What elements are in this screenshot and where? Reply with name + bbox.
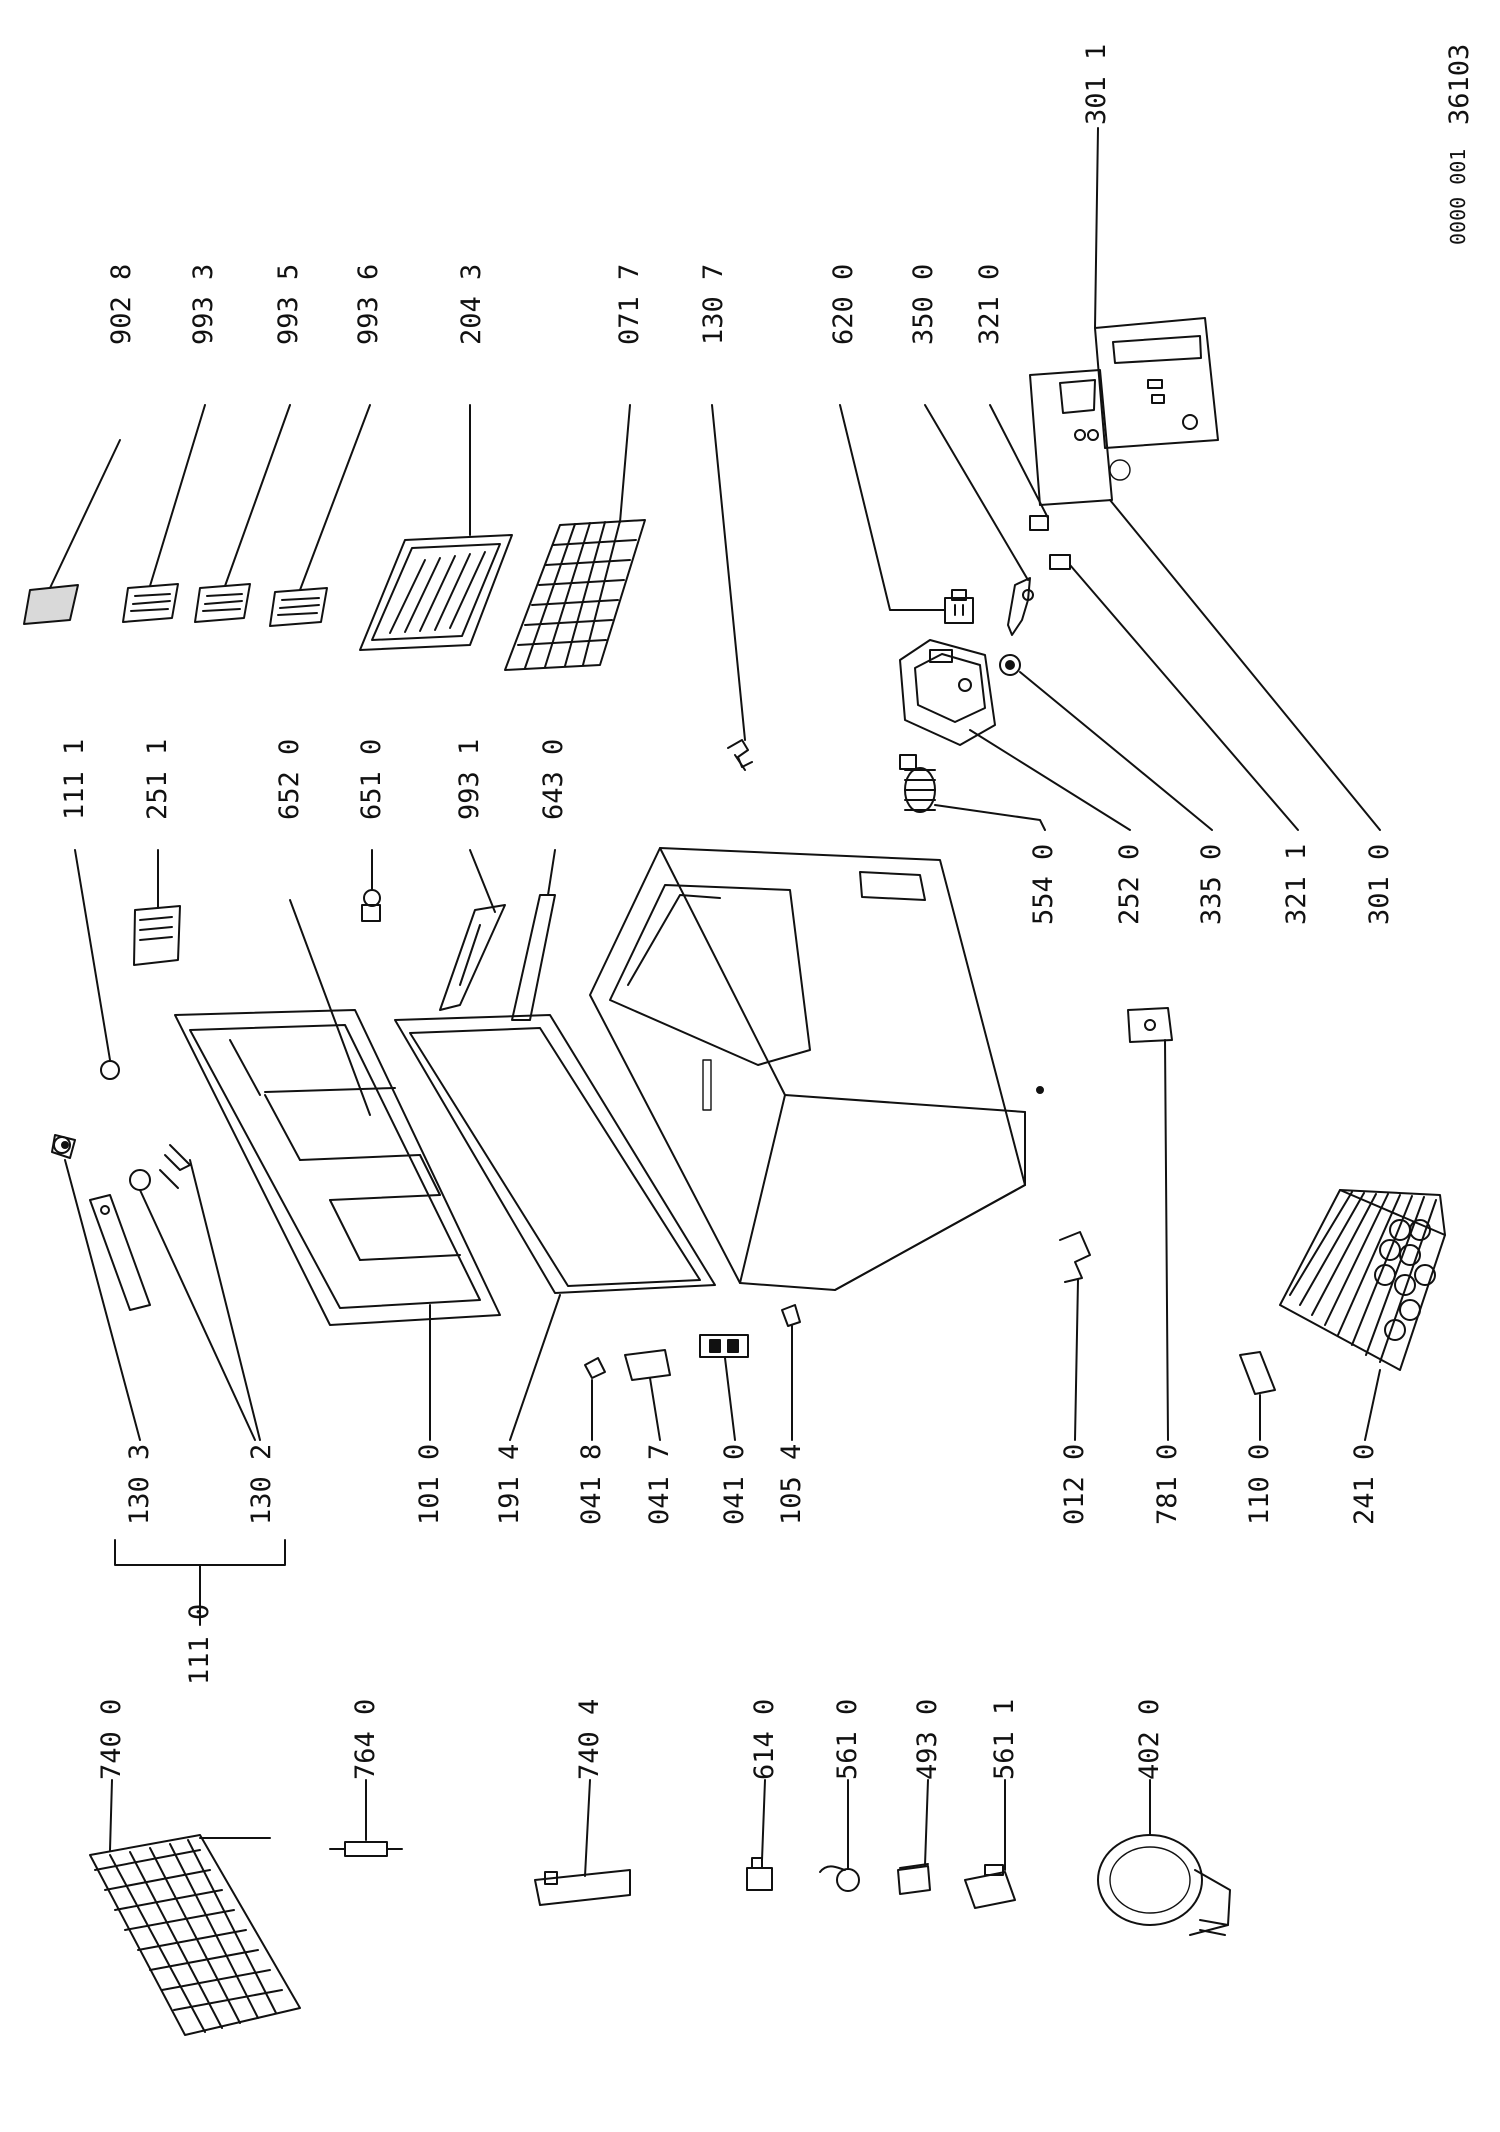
label-191-4: 191 4 (494, 1444, 525, 1525)
part-993-6-grille: 993 6 (269, 264, 384, 627)
part-740-0-condenser: 740 0 (89, 1699, 301, 2036)
label-101-0: 101 0 (414, 1444, 445, 1525)
part-111-1-knob: 111 1 (59, 739, 120, 1080)
part-101-0-lid: 101 0 (174, 1009, 501, 1525)
part-651-0-lamp-holder: 651 0 (356, 739, 387, 922)
label-620-0: 620 0 (828, 264, 859, 345)
part-493-0-capacitor: 493 0 (897, 1699, 943, 1895)
label-652-0: 652 0 (274, 739, 305, 820)
part-335-0-knob: 335 0 (999, 654, 1227, 925)
label-071-7: 071 7 (614, 264, 645, 345)
part-110-0-holder: 110 0 (1239, 1351, 1276, 1525)
part-251-1-fitting: 251 1 (133, 739, 181, 966)
part-402-0-compressor: 402 0 (1097, 1699, 1231, 1936)
label-643-0: 643 0 (538, 739, 569, 820)
label-993-1: 993 1 (454, 739, 485, 820)
label-041-0: 041 0 (719, 1444, 750, 1525)
part-301-0-panel-frame: 301 0 (1029, 369, 1395, 925)
part-130-2-lock: 130 2 (129, 1144, 277, 1525)
part-012-0-bracket: 012 0 (1059, 1231, 1091, 1525)
label-130-7: 130 7 (698, 264, 729, 345)
part-041-8-clip: 041 8 (576, 1357, 607, 1525)
label-111-0: 111 0 (184, 1604, 215, 1685)
document-reference: 0000 001 36103 (1444, 44, 1475, 245)
label-041-8: 041 8 (576, 1444, 607, 1525)
label-301-0: 301 0 (1364, 844, 1395, 925)
label-350-0: 350 0 (908, 264, 939, 345)
label-993-3: 993 3 (188, 264, 219, 345)
label-241-0: 241 0 (1349, 1444, 1380, 1525)
part-993-1-grille: 993 1 (439, 739, 506, 1011)
part-643-0-strip: 643 0 (511, 739, 569, 1021)
label-110-0: 110 0 (1244, 1444, 1275, 1525)
document-ref-large: 36103 (1444, 44, 1475, 125)
part-130-7-bracket: 130 7 (698, 264, 753, 771)
part-781-0-foot: 781 0 (1127, 1007, 1183, 1525)
part-740-4-bracket: 740 4 (534, 1699, 631, 1906)
label-740-4: 740 4 (574, 1699, 605, 1780)
label-041-7: 041 7 (644, 1444, 675, 1525)
part-041-7-cover: 041 7 (624, 1349, 675, 1525)
part-321-0-clip: 321 0 (974, 264, 1049, 531)
part-993-3-grille: 993 3 (122, 264, 219, 623)
label-130-3: 130 3 (124, 1444, 155, 1525)
label-301-1: 301 1 (1081, 44, 1112, 125)
part-902-8-panel: 902 8 (23, 264, 137, 625)
part-071-7-grid-shelf: 071 7 (504, 264, 646, 671)
part-350-0-sensor: 350 0 (908, 264, 1034, 636)
label-902-8: 902 8 (106, 264, 137, 345)
part-652-0-cable: 652 0 (274, 739, 371, 1116)
part-993-5-grille: 993 5 (194, 264, 304, 623)
label-321-0: 321 0 (974, 264, 1005, 345)
label-012-0: 012 0 (1059, 1444, 1090, 1525)
label-204-3: 204 3 (456, 264, 487, 345)
part-561-0-starter: 561 0 (819, 1699, 863, 1892)
label-614-0: 614 0 (749, 1699, 780, 1780)
part-620-0-relay: 620 0 (828, 264, 974, 624)
label-111-1: 111 1 (59, 739, 90, 820)
part-614-0-relay: 614 0 (746, 1699, 780, 1891)
part-321-1-clip: 321 1 (1049, 554, 1312, 925)
part-554-0-lamp: 554 0 (899, 754, 1059, 925)
part-041-0-block: 041 0 (699, 1334, 750, 1525)
label-130-2: 130 2 (246, 1444, 277, 1525)
part-252-0-thermostat-housing: 252 0 (899, 639, 1145, 925)
document-ref-small: 0000 001 (1446, 149, 1470, 245)
part-191-4-gasket: 191 4 (394, 1014, 716, 1525)
label-554-0: 554 0 (1028, 844, 1059, 925)
label-561-1: 561 1 (989, 1699, 1020, 1780)
label-321-1: 321 1 (1281, 844, 1312, 925)
part-561-1-starter: 561 1 (964, 1699, 1020, 1909)
label-740-0: 740 0 (96, 1699, 127, 1780)
label-561-0: 561 0 (832, 1699, 863, 1780)
label-993-6: 993 6 (353, 264, 384, 345)
part-241-0-basket: 241 0 (1279, 1189, 1446, 1525)
label-105-4: 105 4 (776, 1444, 807, 1525)
part-111-0-group-bracket: 111 0 (114, 1539, 286, 1685)
part-204-3-shelf: 204 3 (359, 264, 513, 651)
label-251-1: 251 1 (142, 739, 173, 820)
label-651-0: 651 0 (356, 739, 387, 820)
cabinet-body (589, 847, 1044, 1291)
label-764-0: 764 0 (350, 1699, 381, 1780)
part-130-3-hinge: 130 3 (51, 1134, 155, 1525)
label-993-5: 993 5 (273, 264, 304, 345)
part-hinge-bar (89, 1194, 151, 1311)
part-301-1-control-panel: 301 1 (1081, 44, 1219, 449)
label-335-0: 335 0 (1196, 844, 1227, 925)
label-781-0: 781 0 (1152, 1444, 1183, 1525)
label-402-0: 402 0 (1134, 1699, 1165, 1780)
label-252-0: 252 0 (1114, 844, 1145, 925)
label-493-0: 493 0 (912, 1699, 943, 1780)
part-764-0-drier: 764 0 (329, 1699, 403, 1857)
part-105-4-clip: 105 4 (776, 1304, 807, 1525)
